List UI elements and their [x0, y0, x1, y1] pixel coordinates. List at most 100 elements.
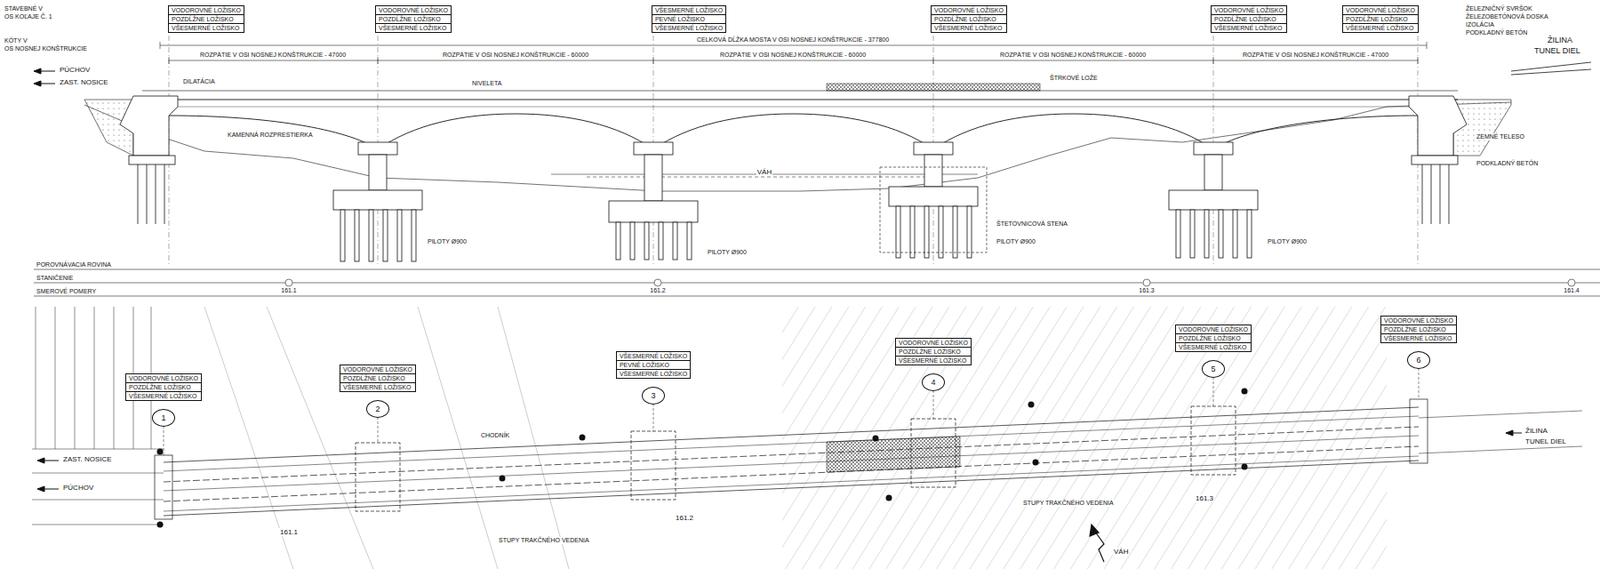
- bearing-type: VODOROVNÉ LOŽISKO: [896, 338, 971, 348]
- abutments: [120, 96, 1467, 224]
- axis-number: 6: [1408, 352, 1430, 368]
- bearing-type: POZDĹŽNE LOŽISKO: [376, 15, 451, 24]
- abutments-part: [1422, 164, 1449, 224]
- drawing-label: OS KOĽAJE Č. 1: [3, 13, 54, 21]
- piers-part: [411, 209, 416, 262]
- catenary-poles-part: [886, 495, 893, 502]
- bridge-plan-part: [1418, 410, 1583, 418]
- piers-part: [340, 209, 345, 262]
- bearing-table: VŠESMERNÉ LOŽISKOPEVNÉ LOŽISKOVŠESMERNÉ …: [616, 351, 691, 379]
- plan-arrows-part: [37, 457, 45, 464]
- axis-number: 5: [1202, 360, 1224, 377]
- drawing-label: PILOTY Ø900: [426, 238, 468, 246]
- right-arrow-sign: [1511, 62, 1592, 75]
- right-arrow-sign-part: [1511, 62, 1592, 75]
- ground-line: [84, 99, 1512, 192]
- drawing-label: POROVNÁVACIA ROVINA: [35, 261, 112, 269]
- bearing-type: PEVNÉ LOŽISKO: [616, 360, 690, 370]
- piers-part: [913, 142, 953, 155]
- drawing-label: IZOLÁCIA: [1464, 21, 1496, 29]
- stationing-band-part: [285, 279, 293, 287]
- piers-part: [1204, 154, 1223, 191]
- piers-part: [1218, 209, 1224, 258]
- drawing-label: ŽELEZOBETÓNOVÁ DOSKA: [1464, 13, 1550, 21]
- north-arrow: [1089, 524, 1104, 562]
- axis-circle: 2: [366, 400, 390, 418]
- direction-arrows-part: [39, 83, 56, 85]
- piers-part: [952, 206, 958, 258]
- bearing-table: VODOROVNÉ LOŽISKOPOZDĹŽNE LOŽISKOVŠESMER…: [895, 337, 972, 366]
- dimension-lines: [160, 41, 1427, 64]
- plan-arrows-part: [42, 488, 59, 490]
- bearing-type: VŠESMERNÉ LOŽISKO: [168, 24, 244, 32]
- piers-part: [333, 190, 423, 210]
- bridge-deck: [142, 83, 1458, 150]
- piers-part: [368, 154, 387, 191]
- bearing-type: VODOROVNÉ LOŽISKO: [168, 6, 244, 16]
- drawing-label: STUPY TRAKČNÉHO VEDENIA: [497, 536, 591, 544]
- drawing-label: STAVEBNÉ V: [3, 5, 44, 13]
- bearing-type: VŠESMERNÉ LOŽISKO: [1176, 343, 1251, 352]
- drawing-label: 161.2: [648, 287, 667, 295]
- stationing-band-part: [1568, 279, 1576, 287]
- drawing-label: ŠTETOVNICOVÁ STENA: [995, 220, 1069, 228]
- drawing-label: 161.3: [1194, 494, 1215, 503]
- axis-circle: 6: [1407, 351, 1431, 369]
- bearing-type: VODOROVNÉ LOŽISKO: [1343, 6, 1418, 16]
- piers-part: [1193, 142, 1233, 155]
- piers-part: [354, 209, 360, 262]
- left-road-grid-part: [32, 524, 164, 526]
- pier-footprints-part: [163, 368, 1419, 456]
- drawing-label: PILOTY Ø900: [995, 238, 1037, 246]
- drawing-label: DILATÁCIA: [182, 78, 216, 86]
- drawing-label: 161.1: [280, 287, 298, 295]
- piers-part: [924, 154, 943, 187]
- bearing-type: POZDĹŽNE LOŽISKO: [896, 347, 971, 357]
- drawing-label: PILOTY Ø900: [706, 248, 748, 256]
- drawing-label: ROZPÄTIE V OSI NOSNEJ KONŠTRUKCIE - 4700…: [1241, 51, 1390, 59]
- left-road-grid: [32, 306, 164, 525]
- plan-arrows-part: [1505, 430, 1513, 436]
- drawing-label: CHODNÍK: [480, 432, 511, 440]
- piers-part: [1247, 209, 1252, 258]
- bearing-table: VODOROVNÉ LOŽISKOPOZDĹŽNE LOŽISKOVŠESMER…: [930, 5, 1008, 33]
- piers-part: [608, 200, 698, 223]
- bridge-plan-part: [826, 436, 960, 472]
- catenary-poles-part: [499, 475, 506, 482]
- left-road-grid-part: [32, 499, 164, 501]
- abutments-part: [1411, 155, 1458, 165]
- catenary-poles-part: [872, 435, 880, 442]
- catenary-poles-part: [157, 448, 164, 456]
- piers-part: [1232, 209, 1238, 258]
- abutments-part: [137, 164, 165, 224]
- bearing-table: VODOROVNÉ LOŽISKOPOZDĹŽNE LOŽISKOVŠESMER…: [125, 373, 202, 401]
- drawing-label: SMEROVÉ POMERY: [35, 288, 97, 296]
- bearing-table: VODOROVNÉ LOŽISKOPOZDĹŽNE LOŽISKOVŠESMER…: [168, 5, 245, 33]
- piers-part: [633, 142, 673, 155]
- direction-arrows-part: [39, 71, 56, 72]
- drawing-label: VÁH: [756, 168, 773, 176]
- piers-part: [658, 222, 664, 260]
- bearing-table: VODOROVNÉ LOŽISKOPOZDĹŽNE LOŽISKOVŠESMER…: [1175, 324, 1252, 352]
- dimension-lines-part: [160, 45, 1427, 47]
- stationing-band-part: [33, 269, 1600, 271]
- drawing-label: NIVELETA: [471, 80, 503, 88]
- pier-footprints-part: [1191, 406, 1236, 475]
- terrain-hatching-part: [204, 306, 569, 569]
- ground-line-part: [84, 102, 1512, 192]
- dimension-lines-part: [168, 60, 1418, 62]
- direction-arrows-part: [33, 68, 41, 74]
- piers-part: [687, 222, 692, 260]
- bearing-type: VŠESMERNÉ LOŽISKO: [1343, 24, 1418, 32]
- bearing-type: POZDĹŽNE LOŽISKO: [340, 374, 416, 384]
- bearing-type: POZDĹŽNE LOŽISKO: [1176, 334, 1251, 344]
- bearing-type: VŠESMERNÉ LOŽISKO: [126, 392, 201, 400]
- axis-circle: 4: [921, 373, 945, 392]
- stationing-band-part: [33, 296, 1600, 297]
- bearing-type: POZDĹŽNE LOŽISKO: [126, 383, 201, 392]
- catenary-poles-part: [1241, 388, 1248, 395]
- terrain-hatching: [204, 306, 1387, 569]
- pier-footprints-part: [355, 442, 400, 512]
- drawing-label: ŽILINA: [1546, 35, 1574, 45]
